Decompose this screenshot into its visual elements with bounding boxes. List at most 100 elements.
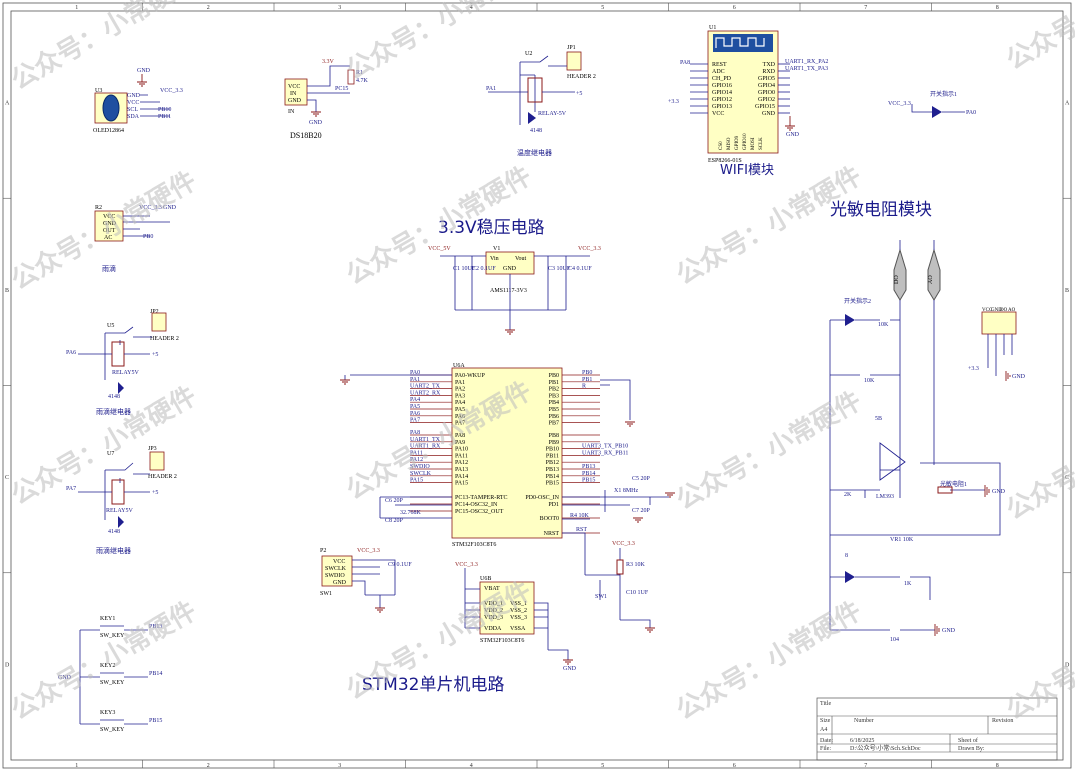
key-ref-2: KEY2 [100, 663, 115, 669]
u4-pin-vcc: VCC [982, 308, 993, 313]
border-col-3: 3 [338, 5, 341, 11]
u5-diode-icon [118, 382, 124, 394]
ldo-regulator: V1 Vin Vout GND AMS1117-3V3 VCC_5V VCC_3… [428, 246, 601, 335]
mcu-net-l-1: PA1 [410, 377, 420, 383]
tb-title: Title [820, 701, 831, 707]
section-wifi-title: WIFI模块 [720, 163, 774, 178]
section-rain-relay2-title: 雨滴继电器 [96, 546, 131, 555]
mcu-pin-r-pb4: PB4 [549, 400, 559, 406]
mcu-net-l-5: PA5 [410, 404, 420, 410]
border-col-8: 8 [996, 5, 999, 11]
esp-pin-rest: REST [712, 62, 727, 68]
mcu-power: U6B VBATVDD_1VDD_2VDD_3VDDAVSS_1VSS_2VSS… [455, 562, 577, 672]
jp3-ref: JP3 [148, 446, 157, 452]
ds18b20-in-label: IN [288, 109, 295, 115]
pwr-name: STM32F103C8T6 [480, 638, 524, 644]
rain-pin-gnd: GND [103, 221, 117, 227]
border-col-bottom-6: 6 [733, 763, 736, 769]
u7-plus: +5 [152, 490, 158, 496]
tb-sheet: Sheet of [958, 737, 978, 744]
mcu-pin-pa4: PA4 [455, 400, 465, 406]
led-indicator-1: 开关指示1 VCC_3.3 PA0 [888, 90, 976, 118]
pwr-pin-vss_3: VSS_3 [510, 615, 527, 621]
ldr-r4-label: 1K [904, 581, 912, 587]
mcu-net-l-10: UART1_RX [410, 444, 441, 450]
esp-pin-b-gpio10: GPIO10 [743, 133, 748, 150]
oled-module: U3 GND VCC SCL SDA GND VCC_3.3 PB10 PB11… [93, 68, 183, 134]
swd-cap: C9 0.1UF [388, 562, 412, 568]
ldo-pin-vout: Vout [515, 256, 527, 262]
mcu-net-l-11: PA11 [410, 450, 423, 456]
esp-pin-r-gpio0: GPIO0 [758, 90, 775, 96]
ds18b20-pin-gnd: GND [288, 98, 302, 104]
lm393-icon [879, 442, 906, 481]
ldr-led3-icon [845, 571, 855, 583]
watermark-5: 公众号：小常硬件 [672, 161, 867, 291]
ds18b20-body [284, 78, 308, 106]
pwr-pin-vss_2: VSS_2 [510, 608, 527, 614]
esp-net-rx: UART1_RX_PA2 [785, 59, 828, 65]
section-regulator-title: 3.3V稳压电路 [438, 218, 545, 238]
mcu-pin-pa7: PA7 [455, 421, 465, 427]
mcu-pin-r-pb14: PB14 [546, 474, 559, 480]
u4-pin-do: DO [1000, 308, 1008, 313]
ldr-module: DO AO 开关指示2 10K 10K 5B LM393 VR1 10K 光敏电… [829, 240, 1026, 643]
pwr-pin-vss_1: VSS_1 [510, 601, 527, 607]
jp2-ref: JP2 [150, 309, 159, 315]
mcu-pin-pa9: PA9 [455, 440, 465, 446]
mcu-pin-pc13-tamper-rtc: PC13-TAMPER-RTC [455, 495, 508, 501]
esp-pin-adc: ADC [712, 69, 725, 75]
ldo-pin-gnd: GND [503, 266, 517, 272]
tb-size-val: A4 [820, 727, 827, 733]
ds18b20-name: DS18B20 [290, 131, 322, 140]
u7-net: PA7 [66, 486, 76, 492]
tb-revision: Revision [992, 718, 1013, 724]
border-col-6: 6 [733, 5, 736, 11]
pwr-pin-vdda: VDDA [484, 626, 502, 632]
ldo-c1: C1 10UF [453, 266, 476, 272]
ds18b20-pin-in: IN [290, 91, 297, 97]
mcu-pin-r-pb1: PB1 [549, 380, 559, 386]
mcu-ref: U6A [453, 363, 465, 369]
ldo-vin: VCC_5V [428, 246, 451, 252]
section-rain-title: 雨滴 [102, 264, 116, 273]
mcu-net-r-14: PB14 [582, 471, 595, 477]
ldo-ref: V1 [493, 246, 500, 252]
swd-name: SW1 [320, 591, 332, 597]
mcu-net-r-15: PB15 [582, 478, 595, 484]
rain-body [94, 210, 124, 242]
mcu-net-l-12: PA12 [410, 457, 423, 463]
mcu-pin-pa13: PA13 [455, 467, 468, 473]
watermark-13: 公众号：小常硬件 [1002, 596, 1075, 726]
ldo-c3: C3 10UF [548, 266, 571, 272]
esp-net-pa8: PA8 [680, 60, 690, 66]
mcu-net-l-13: SWDIO [410, 464, 430, 470]
mcu-net-r-11: UART3_RX_PB11 [582, 450, 628, 456]
mcu-pin-pa8: PA8 [455, 433, 465, 439]
esp-pin-b-gpio9: GPIO9 [735, 135, 740, 150]
oled-pin-gnd: GND [127, 93, 141, 99]
rain-ref: R2 [95, 205, 102, 211]
ldr-r2-label: 10K [864, 378, 875, 384]
oled-pin-vcc: VCC [127, 100, 139, 106]
esp-pin-r-gpio5: GPIO5 [758, 76, 775, 82]
mcu-body [451, 367, 563, 539]
ldo-c2: C2 0.1UF [472, 266, 496, 272]
border-row-C: C [5, 475, 9, 481]
rain-relay-2: U7 JP3 HEADER 2 PA7 +5 RELAY5V 4148 [66, 446, 177, 535]
u7-relay-coil [111, 479, 125, 505]
esp-pin-gpio13: GPIO13 [712, 104, 732, 110]
mcu-name: STM32F103C8T6 [452, 542, 496, 548]
u4-pin-gnd: GND [991, 308, 1002, 313]
esp-pin-b-miso: MISO [727, 137, 732, 150]
pwr-ref: U6B [480, 576, 491, 582]
ldr-r3-label: 2K [844, 492, 852, 498]
mcu-main: U6A PA0-WKUPPA0PA1PA1PA2UART2_TXPA3UART2… [340, 363, 675, 575]
mcu-net-l-0: PA0 [410, 370, 420, 376]
mcu-net-r-1: PB1 [582, 377, 592, 383]
mcu-net-r-2: R [582, 384, 586, 390]
u2-diode: 4148 [530, 128, 542, 134]
mcu-pin-r-pb7: PB7 [549, 421, 559, 427]
border-col-1: 1 [75, 5, 78, 11]
led1-vcc: VCC_3.3 [888, 101, 911, 107]
